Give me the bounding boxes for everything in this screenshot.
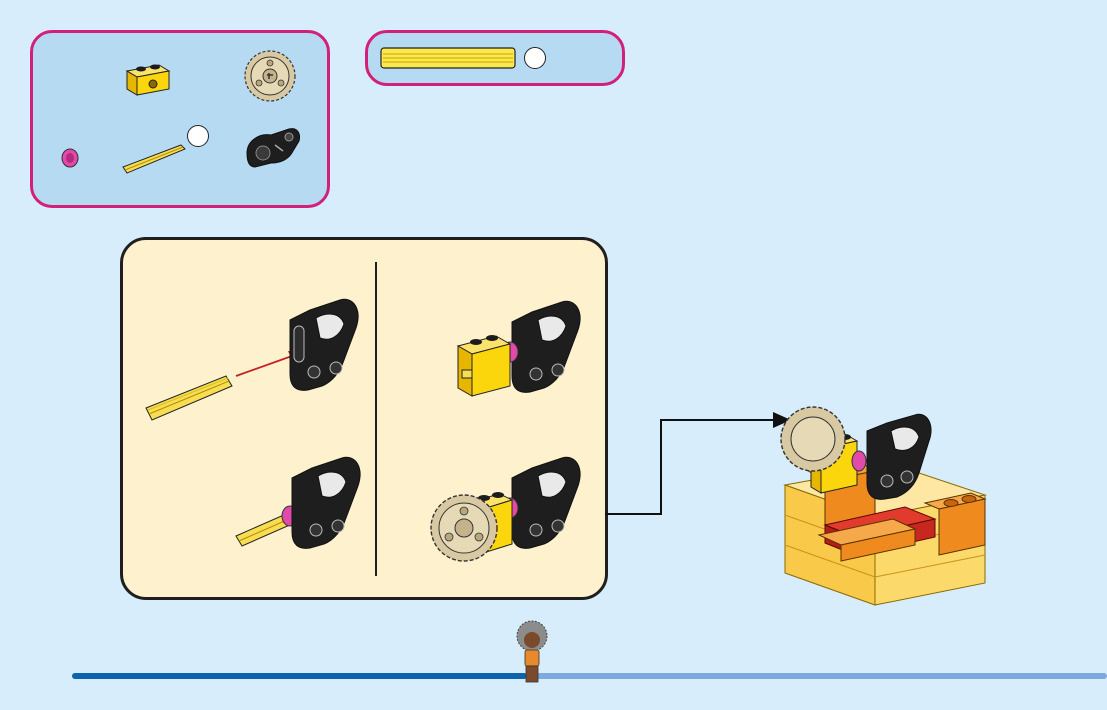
steering-arm-icon [290,299,358,390]
ruler-length-bubble [524,47,546,69]
progress-bar-remaining [527,673,1107,679]
black-steering-arm-icon [241,123,303,173]
yellow-axle-icon [119,141,189,177]
yellow-brick-icon [123,57,173,97]
substep-gear-added [428,448,593,573]
substep-axle-insert [140,290,370,430]
substep-axle-bush [230,448,370,558]
magenta-bush-icon [59,147,81,169]
substep-divider [375,262,377,576]
tan-gear-icon [241,47,299,105]
minifigure-progress-marker [512,620,552,688]
axle-length-bubble [187,125,209,147]
substep-brick-added [452,292,592,412]
axle-ruler-panel [365,30,625,86]
parts-list-panel [30,30,330,208]
main-model [775,395,990,615]
axle-ruler-icon [380,45,520,71]
progress-bar-done [72,673,527,679]
